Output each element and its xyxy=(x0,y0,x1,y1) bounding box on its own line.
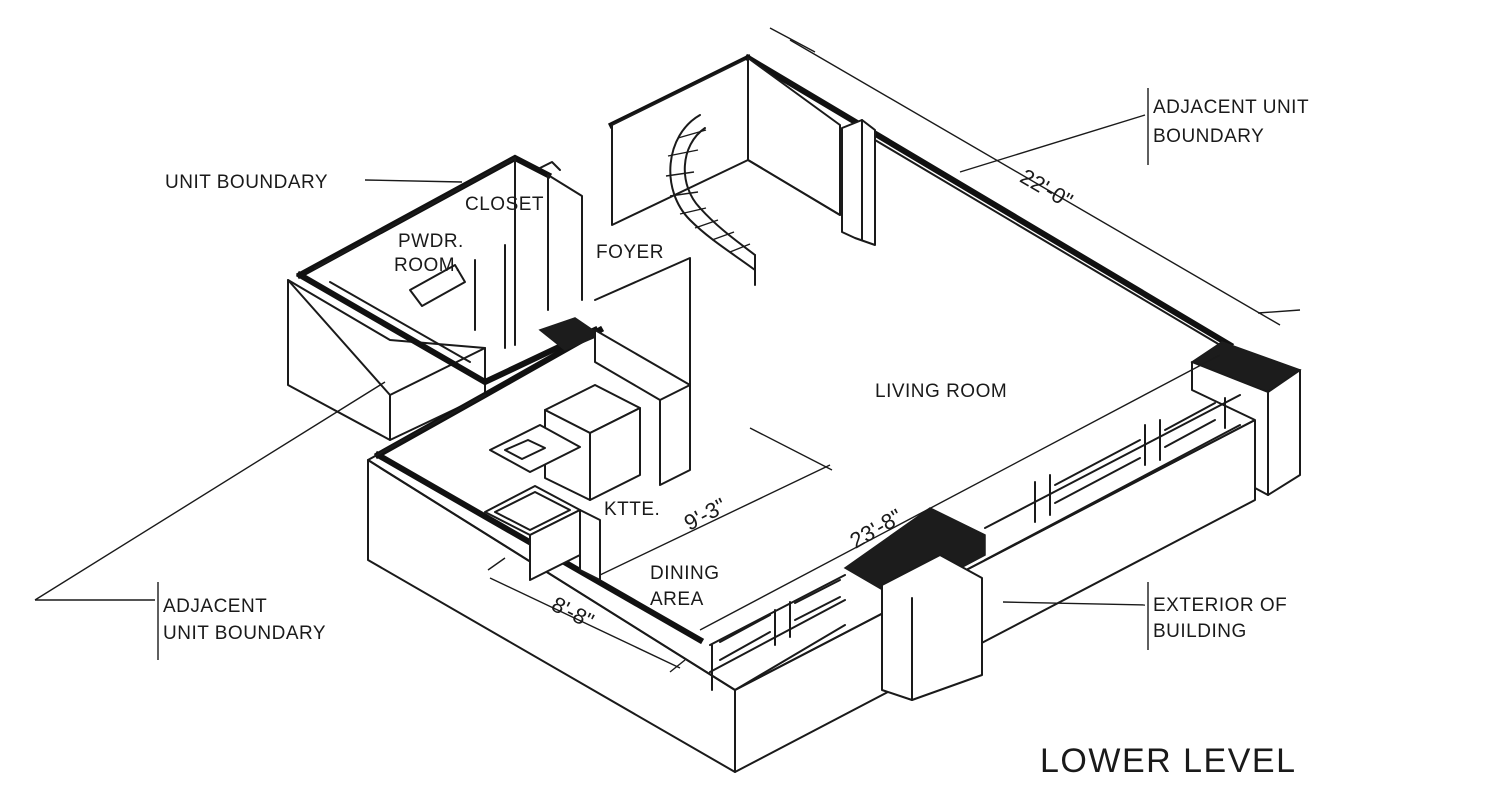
exterior-railing xyxy=(709,341,1302,701)
left-wing-walls xyxy=(287,154,599,441)
adjacent-unit-boundary-left-line1: ADJACENT xyxy=(163,596,268,617)
kitchenette-label: KTTE. xyxy=(604,499,661,520)
dining-area-label-line2: AREA xyxy=(650,589,704,610)
dimension-lines xyxy=(487,27,1301,673)
powder-room-label-line2: ROOM. xyxy=(394,255,461,276)
exterior-of-building-line2: BUILDING xyxy=(1153,621,1247,642)
powder-room-label-line1: PWDR. xyxy=(398,231,464,252)
leader-lines xyxy=(34,88,1149,660)
exterior-of-building-line1: EXTERIOR OF xyxy=(1153,595,1288,616)
front-exterior-wall xyxy=(367,419,1256,773)
living-room-label: LIVING ROOM xyxy=(875,381,1008,402)
kitchenette-dining-walls xyxy=(367,257,705,645)
closet-label: CLOSET xyxy=(465,194,545,215)
rear-wall xyxy=(743,53,1235,350)
dining-area-label-line1: DINING xyxy=(650,563,720,584)
adjacent-unit-boundary-left-line2: UNIT BOUNDARY xyxy=(163,623,327,644)
adjacent-unit-boundary-right-line1: ADJACENT UNIT xyxy=(1153,97,1310,118)
foyer-label: FOYER xyxy=(596,242,664,263)
drawing-title: LOWER LEVEL xyxy=(1040,742,1297,780)
spiral-stair xyxy=(665,114,756,286)
adjacent-unit-boundary-right-line2: BOUNDARY xyxy=(1153,126,1265,147)
unit-boundary-label: UNIT BOUNDARY xyxy=(165,172,329,193)
